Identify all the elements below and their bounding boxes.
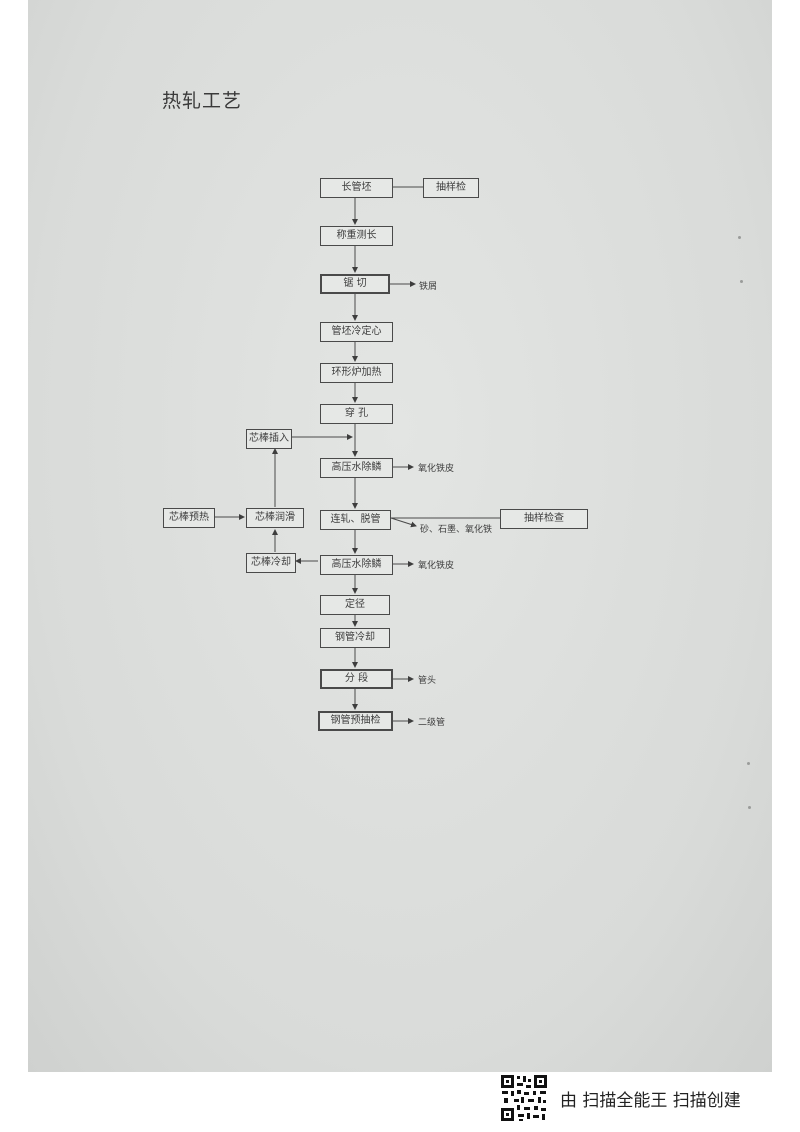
step-size: 定径 <box>320 595 390 615</box>
paper-speck <box>747 762 750 765</box>
step-billet: 长管坯 <box>320 178 393 198</box>
box-mandrel-preheat: 芯棒预热 <box>163 508 215 528</box>
box-mandrel-lube: 芯棒润滑 <box>246 508 304 528</box>
step-descale-1: 高压水除鳞 <box>320 458 393 478</box>
document-title: 热轧工艺 <box>162 90 243 112</box>
box-mandrel-cool: 芯棒冷却 <box>246 553 296 573</box>
paper-speck <box>748 806 751 809</box>
scanned-paper <box>28 0 772 1072</box>
qr-code-icon <box>500 1074 548 1122</box>
step-roll-extract: 连轧、脱管 <box>320 510 391 530</box>
step-descale-2: 高压水除鳞 <box>320 555 393 575</box>
step-cool: 钢管冷却 <box>320 628 390 648</box>
scanner-footer <box>0 1072 800 1132</box>
step-center: 管坯冷定心 <box>320 322 393 342</box>
step-saw: 锯 切 <box>320 274 390 294</box>
box-mandrel-insert: 芯棒插入 <box>246 429 292 449</box>
step-pre-inspect: 钢管预抽检 <box>318 711 393 731</box>
output-saw: 铁屑 <box>419 282 438 292</box>
step-furnace: 环形炉加热 <box>320 363 393 383</box>
box-sampling-top: 抽样检 <box>423 178 479 198</box>
step-cut: 分 段 <box>320 669 393 689</box>
step-pierce: 穿 孔 <box>320 404 393 424</box>
output-inspect: 二级管 <box>418 718 446 728</box>
output-descale-2: 氧化铁皮 <box>418 561 455 571</box>
output-descale-1: 氧化铁皮 <box>418 464 455 474</box>
output-cut: 管头 <box>418 676 437 686</box>
box-sampling-mid: 抽样检查 <box>500 509 588 529</box>
paper-speck <box>738 236 741 239</box>
paper-speck <box>740 280 743 283</box>
step-weigh-measure: 称重测长 <box>320 226 393 246</box>
scanner-watermark-text: 由 扫描全能王 扫描创建 <box>560 1091 741 1111</box>
output-rolling: 砂、石墨、氧化铁 <box>420 525 493 535</box>
